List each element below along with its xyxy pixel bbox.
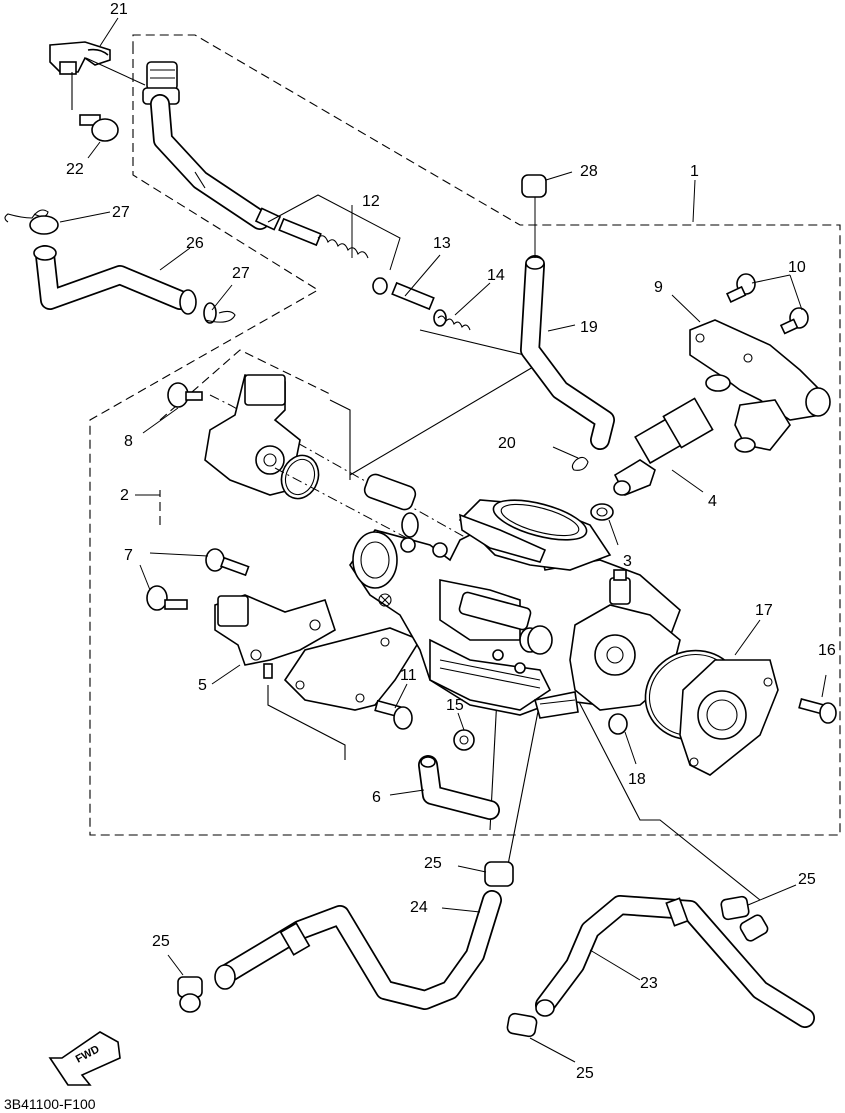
callout-5: 5 — [198, 677, 207, 694]
callout-18: 18 — [628, 771, 646, 788]
callout-8: 8 — [124, 433, 133, 450]
callout-14: 14 — [487, 267, 505, 284]
part-27-clip-top — [4, 209, 111, 235]
part-9-fuel-rail — [671, 294, 831, 453]
callout-11: 11 — [400, 667, 417, 684]
part-28-clamp — [521, 171, 573, 198]
part-21-bracket — [49, 41, 146, 110]
callout-3: 3 — [623, 553, 632, 570]
part-25-clamp-upper — [457, 861, 514, 887]
callout-2: 2 — [120, 487, 129, 504]
callout-20: 20 — [498, 435, 516, 452]
callout-23: 23 — [640, 975, 658, 992]
part-11-screw — [374, 699, 413, 730]
part-27-clip-middle — [203, 284, 236, 324]
parts-12-13-14-valve-set — [254, 194, 491, 331]
callout-13: 13 — [433, 235, 451, 252]
callout-9: 9 — [654, 279, 663, 296]
callout-12: 12 — [362, 193, 380, 210]
part-8-screw — [142, 382, 203, 434]
callout-26: 26 — [186, 235, 204, 252]
callout-15: 15 — [446, 697, 464, 714]
part-2-sensor — [204, 374, 421, 546]
part-19-hose — [520, 197, 615, 450]
part-25-clamp-bottom — [506, 1012, 576, 1063]
callout-21: 21 — [110, 1, 128, 18]
part-5-sensor — [214, 594, 336, 679]
part-24-hose — [214, 890, 502, 1010]
part-20-clip — [552, 446, 589, 471]
part-26-hose — [33, 245, 197, 315]
part-7-screws — [139, 548, 250, 611]
callout-7: 7 — [124, 547, 133, 564]
callout-25-bottom: 25 — [576, 1065, 594, 1082]
part-6-hose — [389, 755, 500, 820]
part-3-o-ring — [590, 503, 619, 546]
part-16-screw — [798, 674, 837, 724]
callout-6: 6 — [372, 789, 381, 806]
callout-16: 16 — [818, 642, 836, 659]
callout-1: 1 — [690, 163, 699, 180]
part-18-nut — [608, 713, 637, 765]
cover-plate — [679, 659, 779, 776]
callout-4: 4 — [708, 493, 717, 510]
part-25-clamp-right — [720, 884, 797, 921]
fuel-pressure-line — [142, 61, 270, 230]
callout-10: 10 — [788, 259, 806, 276]
callout-27-top: 27 — [112, 204, 130, 221]
callout-28: 28 — [580, 163, 598, 180]
callout-19: 19 — [580, 319, 598, 336]
part-25-clamp-left — [167, 954, 203, 1013]
callout-17: 17 — [755, 602, 773, 619]
callout-25-upper: 25 — [424, 855, 442, 872]
callout-22: 22 — [66, 161, 84, 178]
part-22-screw — [79, 114, 119, 159]
document-id: 3B41100-F100 — [4, 1096, 96, 1112]
bracket-plate — [283, 627, 422, 711]
group-outline-lines — [89, 34, 841, 901]
part-23-hose — [535, 895, 815, 1028]
part-15-nut — [453, 712, 475, 751]
callout-labels: 1 2 3 4 5 6 7 8 9 10 11 12 13 14 15 16 1… — [66, 1, 836, 1082]
intake-horn — [458, 499, 612, 571]
callout-25-right: 25 — [798, 871, 816, 888]
callout-24: 24 — [410, 899, 428, 916]
callout-27-middle: 27 — [232, 265, 250, 282]
part-4-injector — [613, 397, 714, 497]
fwd-arrow: FWD — [48, 1031, 121, 1086]
callout-25-left: 25 — [152, 933, 170, 950]
part-10-screws — [725, 273, 809, 335]
